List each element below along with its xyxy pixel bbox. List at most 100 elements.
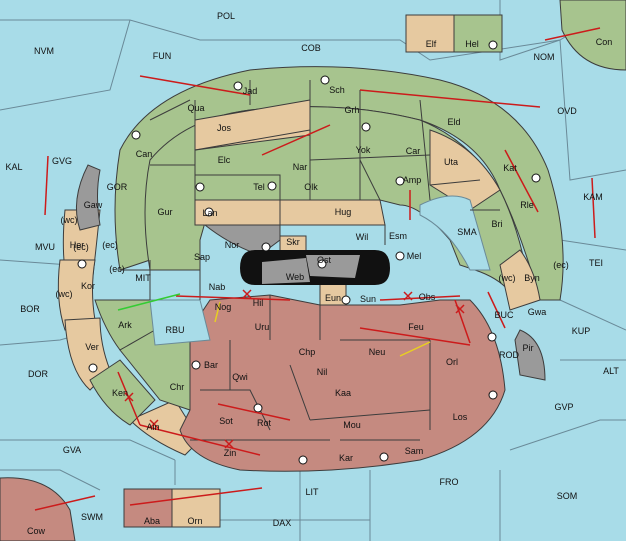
coast-tag: (ec) (553, 260, 569, 270)
province-gaw[interactable] (75, 164, 101, 231)
province-label: Nil (317, 367, 328, 377)
province-label: Orn (187, 516, 202, 526)
province-label: Orl (446, 357, 458, 367)
coast-tag: (wc) (56, 289, 73, 299)
sea-label: RBU (165, 325, 184, 335)
province-aba[interactable] (123, 488, 173, 528)
sea-label: GOR (107, 182, 128, 192)
province-orn[interactable] (171, 488, 221, 528)
province-label: Chp (299, 347, 316, 357)
province-label: Cow (27, 526, 46, 536)
province-label: Nog (215, 302, 232, 312)
province-label: Ver (85, 342, 99, 352)
province-ost[interactable] (306, 255, 360, 278)
province-label: Kat (503, 163, 517, 173)
province-label: Zin (224, 448, 237, 458)
province-label: Sot (219, 416, 233, 426)
province-label: Tel (253, 182, 265, 192)
province-label: Rot (257, 418, 272, 428)
province-label: Qua (187, 103, 204, 113)
province-hug[interactable] (279, 199, 386, 226)
province-label: Jos (217, 123, 232, 133)
province-label: Grh (344, 105, 359, 115)
sea-label: LIT (305, 487, 319, 497)
province-label: Los (453, 412, 468, 422)
sea-label: KUP (572, 326, 591, 336)
province-label: Sap (194, 252, 210, 262)
province-label: Kaa (335, 388, 351, 398)
sea-label: GVA (63, 445, 81, 455)
province-label: Eun (325, 293, 341, 303)
province-pir[interactable] (514, 329, 546, 381)
sea-label: SOM (557, 491, 578, 501)
sea-label: KAM (583, 192, 603, 202)
sea-label: BUC (494, 310, 514, 320)
sea-label: FUN (153, 51, 172, 61)
province-elf[interactable] (405, 14, 455, 53)
province-nor[interactable] (203, 224, 281, 256)
sea-label: SWM (81, 512, 103, 522)
sea-label: BOR (20, 304, 40, 314)
sea-label: GVG (52, 156, 72, 166)
sea-label: KAL (5, 162, 22, 172)
province-label: Sch (329, 85, 345, 95)
province-label: Can (136, 149, 153, 159)
province-label: Rle (520, 200, 534, 210)
province-web-inner[interactable] (262, 258, 310, 284)
province-label: Gur (157, 207, 172, 217)
province-label: Chr (170, 382, 185, 392)
sea-label: FRO (440, 477, 459, 487)
province-ken[interactable] (89, 359, 156, 426)
province-label: Nar (293, 162, 308, 172)
province-label: Wil (356, 232, 369, 242)
province-label: Mou (343, 420, 361, 430)
province-byn[interactable] (499, 249, 541, 311)
coast-tag: (ec) (109, 264, 125, 274)
province-label: Ken (112, 388, 128, 398)
province-label: Amp (403, 175, 422, 185)
province-label: Qwi (232, 372, 248, 382)
supply-centers (77, 40, 541, 465)
province-label: Sun (360, 294, 376, 304)
province-label: Uta (444, 157, 458, 167)
province-label: Ost (317, 255, 332, 265)
sea-label: NOM (534, 52, 555, 62)
province-borders (120, 80, 500, 441)
province-label: Eld (447, 117, 460, 127)
province-label: Obs (419, 292, 436, 302)
province-label: Bri (492, 219, 503, 229)
sea-label: GVP (554, 402, 573, 412)
province-label: Jad (243, 86, 258, 96)
sea-label: OVD (557, 106, 577, 116)
sea-label: MVU (35, 242, 55, 252)
coast-tag: (wc) (499, 273, 516, 283)
province-label: Web (286, 272, 304, 282)
province-label: Olk (304, 182, 318, 192)
province-label: Her (70, 240, 85, 250)
province-label: Uru (255, 322, 270, 332)
province-label: Feu (408, 322, 424, 332)
sea-label: ROD (499, 350, 520, 360)
sea-label: NVM (34, 46, 54, 56)
sea-label: DOR (28, 369, 49, 379)
x-marks (124, 289, 465, 449)
province-hel[interactable] (453, 14, 503, 53)
province-label: Hel (465, 39, 479, 49)
province-label: Yok (356, 145, 371, 155)
province-label: Sam (405, 446, 424, 456)
province-label: Ark (118, 320, 132, 330)
province-uta[interactable] (429, 129, 501, 211)
province-label: Elc (218, 155, 231, 165)
province-label: Kor (81, 281, 95, 291)
sea-label: ALT (603, 366, 619, 376)
province-label: Esm (389, 231, 407, 241)
province-label: Car (406, 146, 421, 156)
coast-tag: (ec) (73, 242, 89, 252)
province-label: Gaw (84, 200, 103, 210)
lake-rbu (149, 299, 211, 346)
province-label: Byn (524, 273, 540, 283)
